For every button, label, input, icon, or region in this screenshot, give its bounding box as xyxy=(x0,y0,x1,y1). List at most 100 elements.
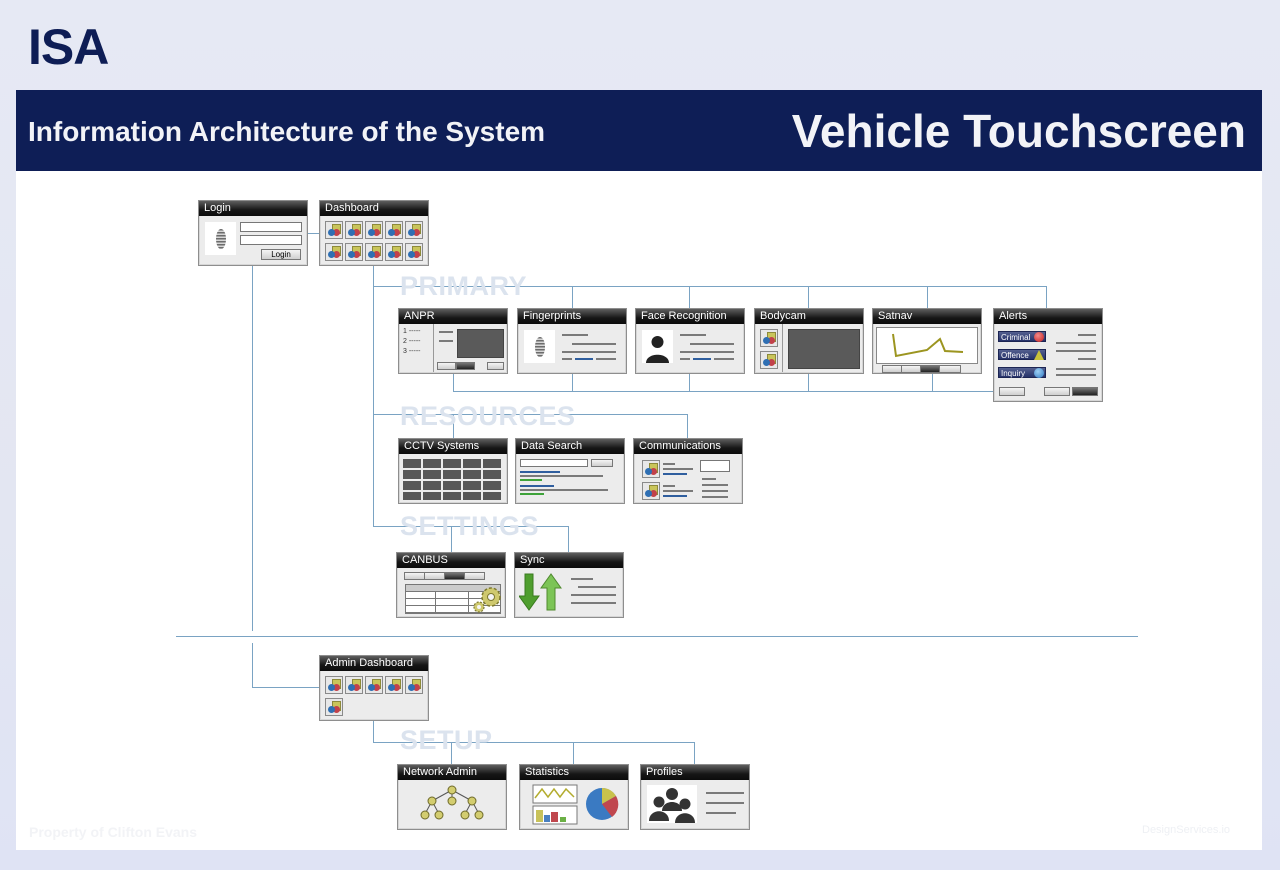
screen-title: Alerts xyxy=(994,309,1102,324)
app-tile-icon[interactable] xyxy=(385,221,403,239)
screen-network-admin[interactable]: Network Admin xyxy=(397,764,507,830)
text-line xyxy=(575,358,593,360)
connector xyxy=(927,286,928,308)
camera-source-icon[interactable] xyxy=(760,351,778,369)
map-button[interactable] xyxy=(939,365,961,373)
username-field[interactable] xyxy=(240,222,302,232)
canbus-tab[interactable] xyxy=(404,572,425,580)
text-line xyxy=(690,343,734,345)
fingerprint-icon xyxy=(205,222,236,255)
connector xyxy=(568,526,569,552)
text-line xyxy=(1056,350,1096,352)
alert-button[interactable] xyxy=(1044,387,1070,396)
screen-statistics[interactable]: Statistics xyxy=(519,764,629,830)
screen-title: CCTV Systems xyxy=(399,439,507,454)
app-tile-icon[interactable] xyxy=(345,676,363,694)
screen-title: ANPR xyxy=(399,309,507,324)
app-tile-icon[interactable] xyxy=(345,221,363,239)
plate-list-item: 2 ----- xyxy=(403,338,421,345)
text-line xyxy=(706,802,744,804)
screen-dashboard[interactable]: Dashboard xyxy=(319,200,429,266)
app-tile-icon[interactable] xyxy=(325,676,343,694)
connector xyxy=(451,526,452,552)
canbus-tab[interactable] xyxy=(464,572,485,580)
canbus-tab[interactable] xyxy=(424,572,445,580)
app-tile-icon[interactable] xyxy=(365,676,383,694)
screen-bodycam[interactable]: Bodycam xyxy=(754,308,864,374)
anpr-button[interactable] xyxy=(487,362,504,370)
screen-title: Login xyxy=(199,201,307,216)
alert-button[interactable] xyxy=(1072,387,1098,396)
text-line xyxy=(1078,334,1096,336)
screen-admin-dashboard[interactable]: Admin Dashboard xyxy=(319,655,429,721)
map-button[interactable] xyxy=(901,365,921,373)
connector xyxy=(373,720,374,742)
screen-alerts[interactable]: Alerts Criminal Offence Inquiry xyxy=(993,308,1103,402)
screen-title: Face Recognition xyxy=(636,309,744,324)
map-button[interactable] xyxy=(882,365,902,373)
login-button[interactable]: Login xyxy=(261,249,301,260)
section-label-setup: SETUP xyxy=(400,725,493,755)
app-tile-icon[interactable] xyxy=(325,698,343,716)
brand-logo: ISA xyxy=(28,19,109,75)
screen-sync[interactable]: Sync xyxy=(514,552,624,618)
contact-icon[interactable] xyxy=(642,482,660,500)
app-tile-icon[interactable] xyxy=(325,243,343,261)
app-tile-icon[interactable] xyxy=(365,221,383,239)
search-input[interactable] xyxy=(520,459,588,467)
message-box[interactable] xyxy=(700,460,730,472)
screen-data-search[interactable]: Data Search xyxy=(515,438,625,504)
app-tile-icon[interactable] xyxy=(365,243,383,261)
connector xyxy=(451,742,452,764)
camera-source-icon[interactable] xyxy=(760,329,778,347)
app-tile-icon[interactable] xyxy=(345,243,363,261)
alert-tag-inquiry[interactable]: Inquiry xyxy=(998,367,1046,378)
screen-face-recognition[interactable]: Face Recognition xyxy=(635,308,745,374)
connector xyxy=(689,286,690,308)
screen-title: Network Admin xyxy=(398,765,506,780)
data-table xyxy=(405,584,501,614)
anpr-button[interactable] xyxy=(437,362,456,370)
text-line xyxy=(562,334,588,336)
canbus-tab[interactable] xyxy=(444,572,465,580)
alert-button[interactable] xyxy=(999,387,1025,396)
screen-title: Fingerprints xyxy=(518,309,626,324)
plate-list: 1 ----- 2 ----- 3 ----- xyxy=(403,327,421,357)
screen-login[interactable]: Login Login xyxy=(198,200,308,266)
search-button[interactable] xyxy=(591,459,613,467)
contact-icon[interactable] xyxy=(642,460,660,478)
tag-label: Offence xyxy=(1001,351,1029,360)
text-line xyxy=(693,358,711,360)
app-tile-icon[interactable] xyxy=(385,243,403,261)
anpr-button[interactable] xyxy=(456,362,475,370)
text-line xyxy=(663,473,687,475)
screen-anpr[interactable]: ANPR 1 ----- 2 ----- 3 ----- xyxy=(398,308,508,374)
section-label-primary: PRIMARY xyxy=(400,271,528,301)
screen-cctv-systems[interactable]: CCTV Systems xyxy=(398,438,508,504)
connector xyxy=(252,265,253,631)
screen-title: Bodycam xyxy=(755,309,863,324)
screen-title: Profiles xyxy=(641,765,749,780)
camera-view xyxy=(457,329,504,358)
screen-fingerprints[interactable]: Fingerprints xyxy=(517,308,627,374)
alert-tag-offence[interactable]: Offence xyxy=(998,349,1046,360)
text-line xyxy=(663,495,687,497)
connector xyxy=(1046,286,1047,308)
app-tile-icon[interactable] xyxy=(385,676,403,694)
screen-title: Communications xyxy=(634,439,742,454)
password-field[interactable] xyxy=(240,235,302,245)
screen-satnav[interactable]: Satnav xyxy=(872,308,982,374)
screen-communications[interactable]: Communications xyxy=(633,438,743,504)
screen-canbus[interactable]: CANBUS xyxy=(396,552,506,618)
connector xyxy=(176,636,1138,637)
screen-profiles[interactable]: Profiles xyxy=(640,764,750,830)
alert-tag-criminal[interactable]: Criminal xyxy=(998,331,1046,342)
app-tile-icon[interactable] xyxy=(405,243,423,261)
map-button[interactable] xyxy=(920,365,940,373)
app-tile-icon[interactable] xyxy=(325,221,343,239)
warning-triangle-icon xyxy=(1034,350,1044,360)
app-tile-icon[interactable] xyxy=(405,676,423,694)
app-tile-icon[interactable] xyxy=(405,221,423,239)
text-line xyxy=(1056,342,1096,344)
text-line xyxy=(663,490,693,492)
